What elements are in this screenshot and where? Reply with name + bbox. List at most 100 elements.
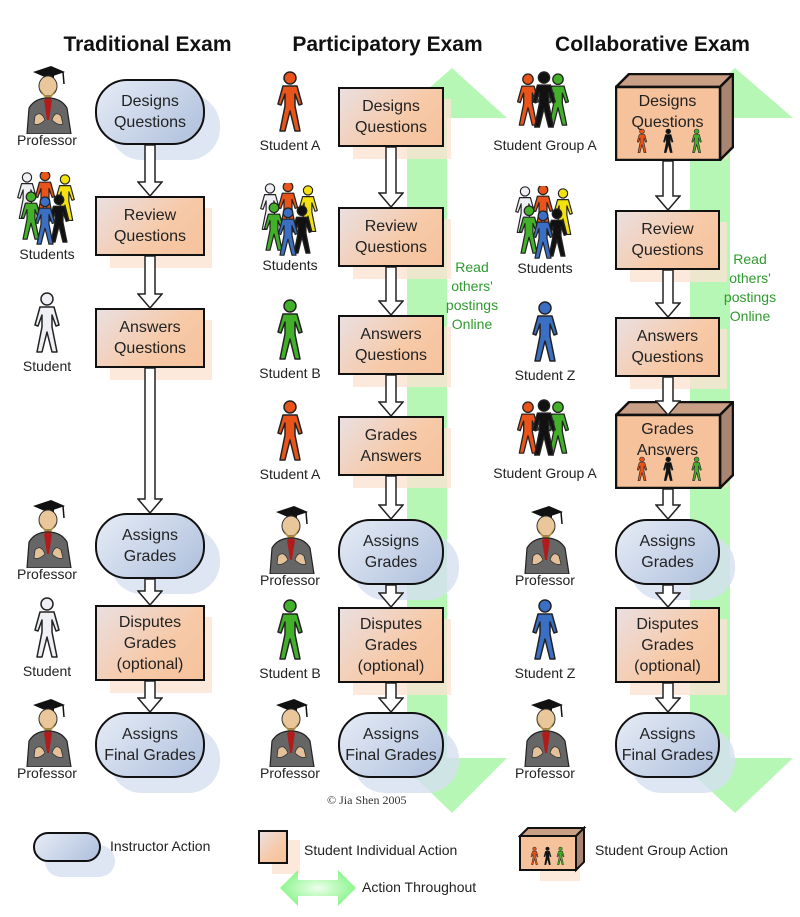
throughout-line: Online	[451, 316, 493, 332]
step-label-line: Grades	[364, 636, 418, 654]
title-participatory-exam: Participatory Exam	[292, 33, 483, 56]
students-group-icon	[515, 186, 573, 259]
step-label-line: Disputes	[118, 613, 182, 631]
step-label-line: Final Grades	[621, 747, 714, 764]
professor-icon	[26, 499, 72, 568]
actor-label: Professor	[260, 765, 320, 781]
step-label-line: Grades	[123, 634, 177, 652]
flow-arrow	[378, 375, 404, 416]
actor-label: Students	[19, 246, 75, 262]
actor-label: Student Group A	[493, 465, 597, 481]
step-label-line: Assigns	[639, 726, 696, 743]
step-label-line: Final Grades	[345, 747, 437, 764]
flow-arrow	[137, 145, 163, 196]
step-label-line: Assigns	[362, 726, 420, 743]
flow-arrow	[654, 377, 681, 415]
professor-icon	[269, 505, 315, 574]
flow-arrow	[378, 267, 404, 315]
student-white-icon	[34, 597, 60, 658]
step-label-line: Disputes	[636, 615, 699, 633]
actor-label: Student B	[259, 665, 321, 681]
actor-label: Student A	[259, 466, 321, 482]
step-label-line: Designs	[121, 93, 179, 110]
step-label-line: Grades	[641, 421, 694, 438]
step-label-line: Answers	[360, 326, 422, 343]
flow-arrow	[137, 681, 163, 712]
step-label-line: Designs	[638, 93, 697, 110]
flow-arrow	[137, 256, 163, 308]
step-label-line: Questions	[631, 114, 704, 131]
step-label-line: Grades	[364, 554, 418, 571]
student-blue-icon	[532, 599, 558, 660]
student-green-icon	[277, 599, 303, 660]
legend-throughout-arrow	[280, 870, 356, 906]
legend-student-group-label: Student Group Action	[595, 842, 729, 858]
flow-arrow	[654, 489, 681, 519]
title-traditional-exam: Traditional Exam	[63, 33, 232, 56]
step-label-line: Questions	[354, 347, 428, 364]
actor-label: Professor	[515, 572, 575, 588]
step-label-line: Disputes	[359, 615, 423, 633]
legend-student-individual-label: Student Individual Action	[304, 842, 458, 858]
step-label-line: Final Grades	[104, 747, 196, 764]
flow-arrow	[654, 683, 681, 712]
student-orange-icon	[277, 400, 303, 461]
throughout-line: Online	[729, 308, 771, 324]
step-label-line: Questions	[354, 239, 428, 256]
copyright: © Jia Shen 2005	[327, 793, 407, 807]
step-label-line: Answers	[636, 442, 699, 459]
students-group-icon	[17, 172, 75, 245]
legend-student-group-shape	[518, 826, 587, 873]
step-label-line: Questions	[631, 349, 704, 366]
step-label-line: (optional)	[634, 657, 701, 675]
step-label-line: Review	[123, 207, 177, 224]
actor-label: Professor	[17, 566, 77, 582]
professor-icon	[26, 65, 72, 134]
student-blue-icon	[532, 301, 558, 362]
step-label-line: Grades	[123, 548, 177, 565]
actor-label: Professor	[260, 572, 320, 588]
actor-label: Student B	[259, 365, 321, 381]
actor-label: Student Z	[514, 367, 576, 383]
step-label-line: Assigns	[639, 533, 696, 550]
throughout-text-collaborative: Read others' postings Online	[710, 250, 790, 326]
step-label-line: Designs	[362, 98, 420, 115]
flow-arrow	[378, 476, 404, 519]
throughout-line: Read	[455, 259, 489, 275]
flow-arrow	[654, 585, 681, 607]
professor-icon	[26, 698, 72, 767]
flow-arrow	[137, 579, 163, 605]
actor-label: Student A	[259, 137, 321, 153]
title-collaborative-exam: Collaborative Exam	[555, 33, 750, 56]
legend-instructor-label: Instructor Action	[110, 838, 211, 854]
flow-arrow	[654, 270, 681, 317]
student-white-icon	[34, 292, 60, 353]
step-label-line: Questions	[113, 340, 187, 357]
step-label-line: Questions	[354, 119, 428, 136]
step-label-line: Questions	[113, 228, 187, 245]
throughout-line: others'	[729, 270, 771, 286]
